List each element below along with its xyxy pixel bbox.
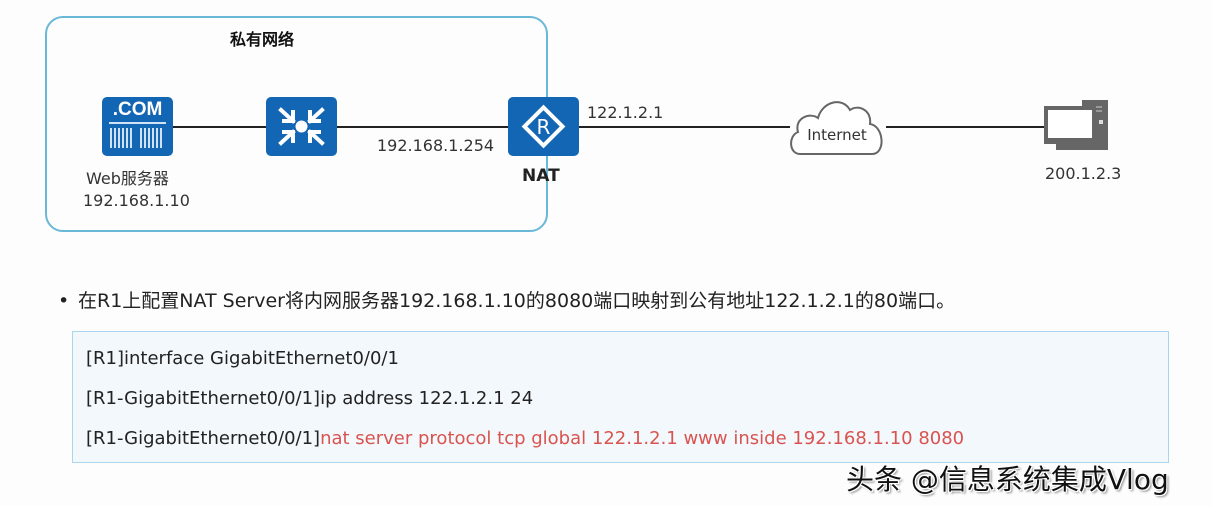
nat-router-icon: R: [508, 97, 579, 156]
code-prompt: [R1]: [86, 348, 125, 369]
svg-text:R: R: [537, 115, 551, 139]
host-ip: 200.1.2.3: [1045, 164, 1122, 183]
private-network-title: 私有网络: [230, 30, 295, 49]
code-block: [R1]interface GigabitEthernet0/0/1 [R1-G…: [72, 331, 1169, 463]
link-internet-host: [886, 126, 1046, 128]
switch-icon: [266, 97, 337, 156]
bullet-icon: •: [58, 290, 70, 312]
web-server-com-label: .COM: [112, 99, 163, 120]
router-diamond-icon: R: [521, 104, 566, 149]
nat-outside-ip: 122.1.2.1: [587, 103, 664, 122]
web-server-icon: .COM: [102, 97, 173, 156]
server-rack-right: [140, 128, 164, 148]
code-line-3: [R1-GigabitEthernet0/0/1]nat server prot…: [86, 428, 964, 449]
description: • 在R1上配置NAT Server将内网服务器192.168.1.10的8080…: [58, 286, 955, 313]
link-server-switch: [172, 126, 267, 128]
code-command-highlighted: nat server protocol tcp global 122.1.2.1…: [320, 428, 965, 449]
link-switch-nat: [336, 126, 509, 128]
code-line-1: [R1]interface GigabitEthernet0/0/1: [86, 348, 399, 369]
code-prompt: [R1-GigabitEthernet0/0/1]: [86, 388, 321, 409]
web-server-ip: 192.168.1.10: [83, 191, 190, 210]
web-server-name: Web服务器: [86, 169, 169, 188]
code-command: interface GigabitEthernet0/0/1: [124, 348, 399, 369]
watermark: 头条 @信息系统集成Vlog: [846, 463, 1169, 496]
code-prompt: [R1-GigabitEthernet0/0/1]: [86, 428, 321, 449]
switch-arrows-icon: [278, 107, 325, 146]
description-text: 在R1上配置NAT Server将内网服务器192.168.1.10的8080端…: [78, 290, 956, 312]
server-rack-left: [110, 128, 134, 148]
code-line-2: [R1-GigabitEthernet0/0/1]ip address 122.…: [86, 388, 533, 409]
server-divider: [109, 122, 166, 124]
internet-label: Internet: [807, 126, 867, 144]
nat-router-name: NAT: [522, 166, 560, 186]
internet-cloud-icon: Internet: [786, 88, 888, 160]
code-command: ip address 122.1.2.1 24: [320, 388, 534, 409]
host-pc-icon: [1044, 98, 1110, 156]
link-nat-internet: [578, 126, 790, 128]
nat-inside-ip: 192.168.1.254: [377, 136, 495, 155]
